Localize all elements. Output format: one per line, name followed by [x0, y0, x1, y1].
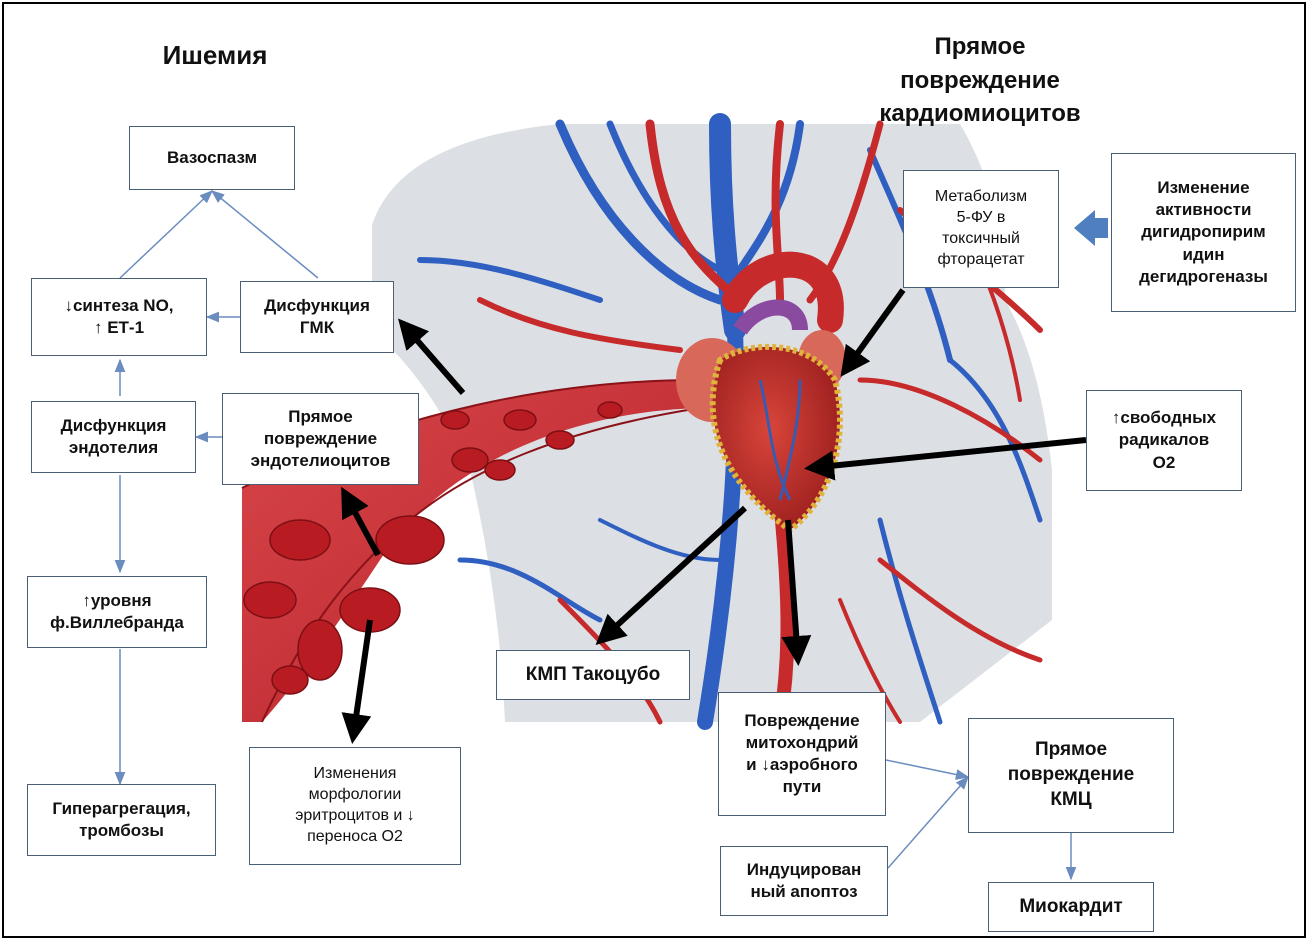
box-myocarditis: Миокардит: [988, 882, 1154, 932]
box-endothelial-dysfunction: Дисфункция эндотелия: [31, 401, 196, 473]
box-willebrand-level: ↑уровня ф.Виллебранда: [27, 576, 207, 648]
box-erythrocyte-changes: Изменения морфологии эритроцитов и ↓ пер…: [249, 747, 461, 865]
box-direct-kmc-damage: Прямое повреждение КМЦ: [968, 718, 1174, 833]
box-takotsubo: КМП Такоцубо: [496, 650, 690, 700]
big-blue-arrow: [1074, 210, 1108, 246]
box-induced-apoptosis: Индуцирован ный апоптоз: [720, 846, 888, 916]
box-mitochondria-damage: Повреждение митохондрий и ↓аэробного пут…: [718, 692, 886, 816]
heading-direct-cardiomyocyte-damage: Прямое повреждение кардиомиоцитов: [848, 30, 1112, 131]
box-hyperaggregation: Гипeрагрегация, тромбозы: [27, 784, 216, 856]
box-dpd-activity-change: Изменение активности дигидропирим идин д…: [1111, 153, 1296, 312]
box-5fu-metabolism: Метаболизм 5-ФУ в токсичный фторацетат: [903, 170, 1059, 288]
box-free-radicals: ↑свободных радикалов О2: [1086, 390, 1242, 491]
box-smc-dysfunction: Дисфункция ГМК: [240, 281, 394, 353]
box-no-synthesis: ↓синтеза NO, ↑ ЕТ-1: [31, 278, 207, 356]
box-direct-endotheliocyte-damage: Прямое повреждение эндотелиоцитов: [222, 393, 419, 485]
box-vasospasm: Вазоспазм: [129, 126, 295, 190]
heading-ischemia: Ишемия: [140, 40, 290, 71]
